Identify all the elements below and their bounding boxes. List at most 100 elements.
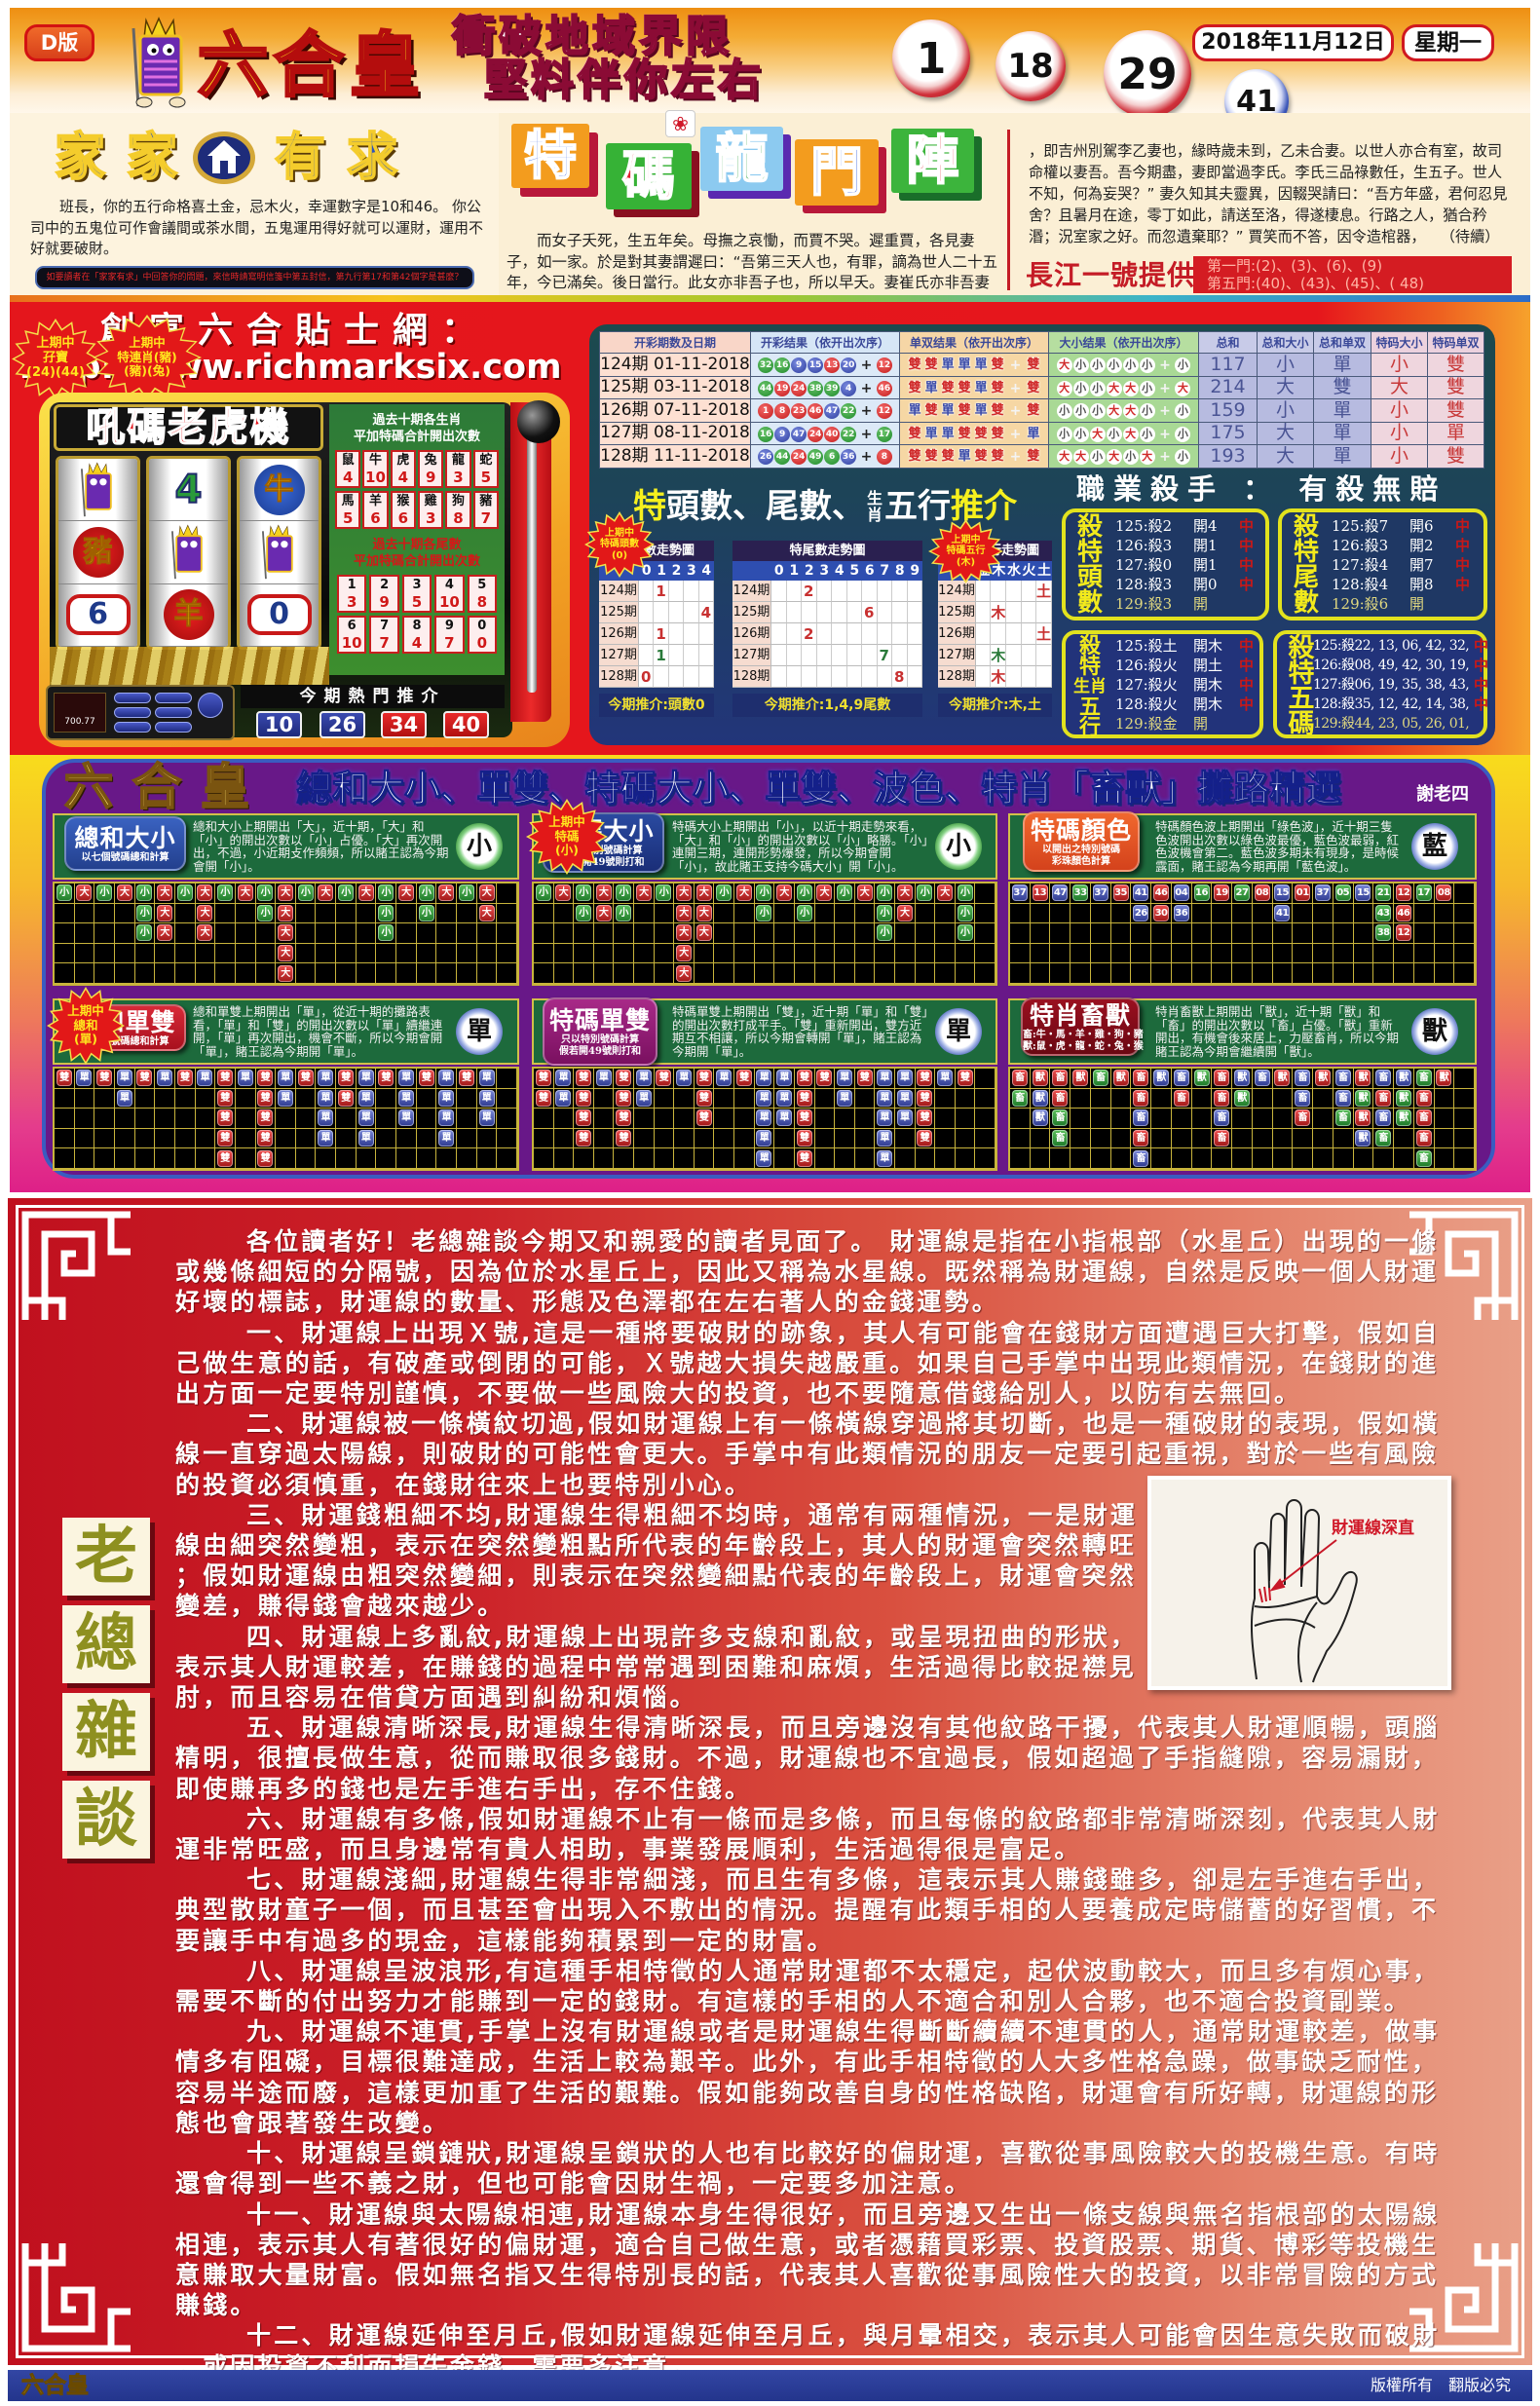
road-grid-cell bbox=[1454, 943, 1475, 964]
road-grid-cell bbox=[336, 903, 357, 924]
road-grid-cell bbox=[1394, 1128, 1414, 1149]
road-grid-cell: 單 bbox=[436, 1128, 458, 1149]
control-button[interactable] bbox=[155, 693, 192, 703]
road-grid-cell bbox=[1454, 1128, 1475, 1149]
kill-label-char: 行 bbox=[1078, 715, 1101, 740]
road-grid-cell: 12 bbox=[1394, 883, 1414, 904]
kill-value: 125:殺7 bbox=[1332, 517, 1389, 535]
road-grid-cell bbox=[1090, 1148, 1111, 1169]
trend-column-header: 3 bbox=[816, 561, 832, 581]
odd-even-chip: 雙 bbox=[1027, 449, 1040, 465]
road-tile: 小 bbox=[378, 884, 394, 902]
road-grid-cell bbox=[794, 943, 815, 964]
road-grid-cell bbox=[975, 1088, 995, 1109]
odd-even-cell: 雙單單雙雙雙+單 bbox=[899, 421, 1049, 445]
road-grid-cell bbox=[694, 943, 715, 964]
road-grid-cell: 畜 bbox=[1373, 1088, 1395, 1109]
zodiac-count: 5 bbox=[342, 509, 354, 527]
trend-cell bbox=[698, 623, 714, 645]
kill-value: 126:殺3 bbox=[1332, 537, 1389, 554]
road-grid-cell: 大 bbox=[476, 883, 498, 904]
road-grid-cell bbox=[74, 1128, 95, 1149]
road-grid-cell bbox=[1454, 923, 1475, 944]
road-grid-cell bbox=[734, 923, 755, 944]
starburst-badge: 上期中 總和 (單) bbox=[47, 987, 125, 1065]
road-grid-cell: 大 bbox=[774, 883, 795, 904]
lever-knob[interactable] bbox=[517, 400, 560, 443]
trend-cell bbox=[816, 645, 832, 666]
road-grid-cell: 41 bbox=[1272, 903, 1294, 924]
road-grid-cell bbox=[1252, 923, 1273, 944]
road-grid-cell: 雙 bbox=[614, 1069, 635, 1089]
control-button[interactable] bbox=[114, 707, 151, 718]
road-tile: 小 bbox=[756, 884, 772, 902]
kill-label-char: 數 bbox=[1293, 588, 1319, 618]
zodiac-count: 8 bbox=[453, 509, 464, 527]
control-button[interactable] bbox=[155, 707, 192, 718]
trend-cell bbox=[816, 602, 832, 623]
odd-even-chip: 雙 bbox=[1027, 357, 1040, 373]
control-button[interactable] bbox=[155, 722, 192, 733]
road-grid-cell bbox=[476, 963, 498, 984]
road-grid-cell: 15 bbox=[1272, 883, 1294, 904]
tip-provider: 長江一號提供 bbox=[1026, 259, 1196, 291]
control-button[interactable] bbox=[114, 722, 151, 733]
road-grid-cell: 雙 bbox=[574, 1069, 594, 1089]
hit-mark: 中 bbox=[1239, 695, 1255, 713]
road-grid-cell bbox=[634, 943, 655, 964]
trend-cell bbox=[771, 645, 787, 666]
size-chip: 小 bbox=[1139, 426, 1155, 442]
trend-cell bbox=[976, 602, 992, 623]
road-grid-cell bbox=[1454, 1069, 1475, 1089]
road-grid-cell bbox=[1010, 923, 1031, 944]
plus-sign: + bbox=[860, 403, 873, 420]
road-grid-cell bbox=[476, 923, 498, 944]
road-grid-cell bbox=[1070, 1128, 1091, 1149]
site-url-link[interactable]: http://www.richmarksix.com bbox=[19, 348, 562, 387]
ball-chip: 19 bbox=[774, 380, 791, 396]
trend-cell bbox=[907, 666, 922, 688]
trend-cell bbox=[668, 645, 685, 666]
lever-rod[interactable] bbox=[527, 435, 537, 693]
bet-coin-button[interactable] bbox=[198, 693, 223, 718]
road-grid-cell bbox=[894, 1148, 916, 1169]
road-tile: 大 bbox=[896, 904, 913, 921]
road-grid-cell bbox=[94, 1148, 115, 1169]
road-grid-cell: 小 bbox=[534, 883, 554, 904]
road-grid-cell bbox=[1131, 943, 1152, 964]
road-tile: 畜 bbox=[1214, 1130, 1230, 1147]
road-grid-cell bbox=[295, 943, 317, 964]
road-grid-cell: 單 bbox=[155, 1069, 175, 1089]
road-grid-cell: 單 bbox=[754, 1109, 775, 1129]
footer-brand: 六合皇 bbox=[21, 2373, 90, 2399]
road-grid-cell: 小 bbox=[614, 903, 635, 924]
road-grid-cell: 15 bbox=[1353, 883, 1374, 904]
hit-mark: 中 bbox=[1239, 517, 1255, 535]
road-tile: 畜 bbox=[1011, 1089, 1028, 1107]
road-grid-cell bbox=[195, 943, 216, 964]
plus-sign: + bbox=[860, 426, 873, 442]
road-grid-cell: 大 bbox=[935, 883, 956, 904]
road-grid-cell bbox=[457, 943, 477, 964]
period-label: 124期 bbox=[599, 581, 639, 602]
road-grid-cell bbox=[174, 963, 196, 984]
control-button[interactable] bbox=[114, 693, 151, 703]
road-grid-cell: 小 bbox=[754, 883, 775, 904]
road-grid-cell bbox=[734, 1148, 755, 1169]
road-tile: 畜 bbox=[1334, 1089, 1351, 1107]
road-grid-cell bbox=[114, 1109, 135, 1129]
road-grid-cell bbox=[134, 1109, 156, 1129]
panel-label-title: 總和大小 bbox=[74, 823, 176, 852]
ball-chip: 15 bbox=[808, 357, 824, 374]
road-grid-cell bbox=[835, 943, 855, 964]
column-header: 单双结果（依开出次序） bbox=[899, 331, 1049, 354]
road-grid-cell bbox=[774, 943, 795, 964]
trend-cell bbox=[1006, 666, 1022, 688]
trend-cell: 土 bbox=[1035, 581, 1052, 602]
road-grid-cell bbox=[1010, 1109, 1031, 1129]
open-value: 開8 bbox=[1409, 576, 1434, 593]
period-label: 127期 bbox=[599, 645, 639, 666]
